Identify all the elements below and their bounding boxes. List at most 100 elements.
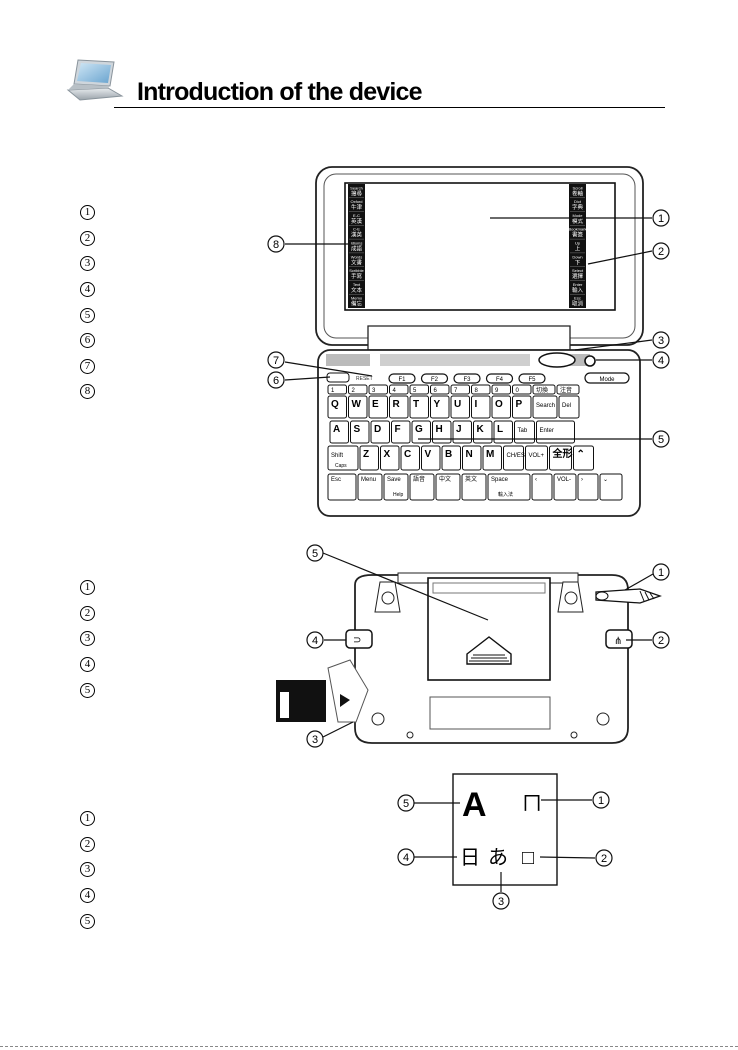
panel-key-label[interactable]: 漢英 [351,231,363,239]
panel-key-label[interactable]: 備忘 [351,300,363,308]
keyboard-key[interactable] [577,473,599,501]
keyboard-key[interactable] [411,420,431,444]
keyboard-key[interactable] [512,384,532,395]
panel-key-label[interactable]: Text [353,282,361,287]
panel-key-label[interactable]: 成語 [351,245,363,253]
keyboard-key[interactable] [348,384,368,395]
keyboard-key[interactable] [435,473,461,501]
keyboard-key[interactable] [383,473,409,501]
panel-key-label[interactable]: Dict [574,199,582,204]
keyboard-key[interactable] [441,445,461,471]
keyboard-key[interactable] [450,384,470,395]
keyboard-key[interactable] [536,420,575,444]
keyboard-key[interactable] [491,384,511,395]
keyboard-key[interactable] [503,445,524,471]
keyboard-key[interactable] [409,395,429,419]
panel-key-label[interactable]: 書簽 [572,231,584,239]
keyboard-key[interactable] [327,384,347,395]
keyboard-key[interactable] [599,473,623,501]
keyboard-key[interactable] [350,420,370,444]
keyboard-key[interactable] [329,420,349,444]
keyboard-key[interactable] [327,473,357,501]
panel-key-label[interactable]: E-C [353,213,360,218]
panel-key-label[interactable]: C-E [353,227,360,232]
keyboard-key[interactable] [450,395,470,419]
keyboard-key[interactable] [491,395,511,419]
keyboard-key[interactable] [549,445,572,471]
keyboard-key[interactable] [400,445,420,471]
panel-key-label[interactable]: 上 [575,245,581,253]
panel-key-label[interactable]: 文書 [351,258,363,266]
keyboard-key[interactable] [558,395,580,419]
keyboard-key[interactable] [409,473,435,501]
panel-key-label[interactable]: Up [575,241,581,246]
keyboard-key[interactable] [368,384,388,395]
panel-key-label[interactable]: 輸入 [572,286,584,294]
panel-key-label[interactable]: Bookmark [568,227,586,232]
panel-key-label[interactable]: Esc [574,296,581,301]
function-key[interactable] [453,373,481,384]
panel-key-label[interactable]: Enter [573,282,583,287]
keyboard-key[interactable] [370,420,390,444]
panel-key-label[interactable]: Oxford [350,199,362,204]
keyboard-key[interactable] [482,445,502,471]
panel-key-label[interactable]: 文本 [351,286,363,294]
power-button[interactable] [584,355,596,367]
side-button-left[interactable] [345,629,373,649]
keyboard-key[interactable] [389,395,409,419]
keyboard-key[interactable] [553,473,577,501]
panel-key-label[interactable]: 手寫 [351,272,363,280]
panel-key-label[interactable]: Words [351,254,362,259]
keyboard-key[interactable] [573,445,594,471]
panel-key-label[interactable]: 下 [575,259,581,266]
panel-key-label[interactable]: 模式 [572,217,584,225]
panel-key-label[interactable]: 字典 [572,203,584,211]
keyboard-key[interactable] [493,420,513,444]
panel-key-label[interactable]: 取消 [572,300,584,308]
panel-key-label[interactable]: 選擇 [572,272,584,280]
keyboard-key[interactable] [512,395,532,419]
keyboard-key[interactable] [409,384,429,395]
function-key[interactable] [420,373,449,384]
keyboard-key[interactable] [327,445,359,471]
card-slot-button[interactable] [326,372,350,383]
panel-key-label[interactable]: 搜尋 [351,189,363,197]
panel-key-label[interactable]: Down [572,254,582,259]
keyboard-key[interactable] [327,395,347,419]
keyboard-key[interactable] [452,420,472,444]
keyboard-key[interactable] [525,445,548,471]
keyboard-key[interactable] [532,384,556,395]
mode-button[interactable] [584,372,630,384]
panel-key-label[interactable]: 牛津 [351,203,363,211]
keyboard-key[interactable] [531,473,553,501]
keyboard-key[interactable] [348,395,368,419]
keyboard-key[interactable] [471,395,491,419]
keyboard-key[interactable] [421,445,441,471]
keyboard-key[interactable] [487,473,531,501]
keyboard-key[interactable] [532,395,558,419]
keyboard-key[interactable] [430,395,450,419]
keyboard-key[interactable] [473,420,493,444]
panel-key-label[interactable]: Mode [572,213,583,218]
panel-key-label[interactable]: Idioms [351,241,363,246]
keyboard-key[interactable] [430,384,450,395]
panel-key-label[interactable]: Memo [351,296,363,301]
keyboard-key[interactable] [514,420,535,444]
keyboard-key[interactable] [359,445,379,471]
keyboard-key[interactable] [471,384,491,395]
panel-key-label[interactable]: 卷軸 [572,189,584,197]
panel-key-label[interactable]: Select [572,268,584,273]
panel-key-label[interactable]: Scribble [349,268,364,273]
keyboard-key[interactable] [432,420,452,444]
keyboard-key[interactable] [556,384,580,395]
keyboard-key[interactable] [461,473,487,501]
keyboard-key[interactable] [462,445,482,471]
panel-key-label[interactable]: Search [350,185,363,190]
function-key[interactable] [518,373,546,384]
side-button-right[interactable] [605,629,633,649]
keyboard-key[interactable] [380,445,400,471]
function-key[interactable] [485,373,514,384]
panel-key-label[interactable]: 英漢 [351,217,363,225]
panel-key-label[interactable]: Scroll [572,185,582,190]
keyboard-key[interactable] [389,384,409,395]
